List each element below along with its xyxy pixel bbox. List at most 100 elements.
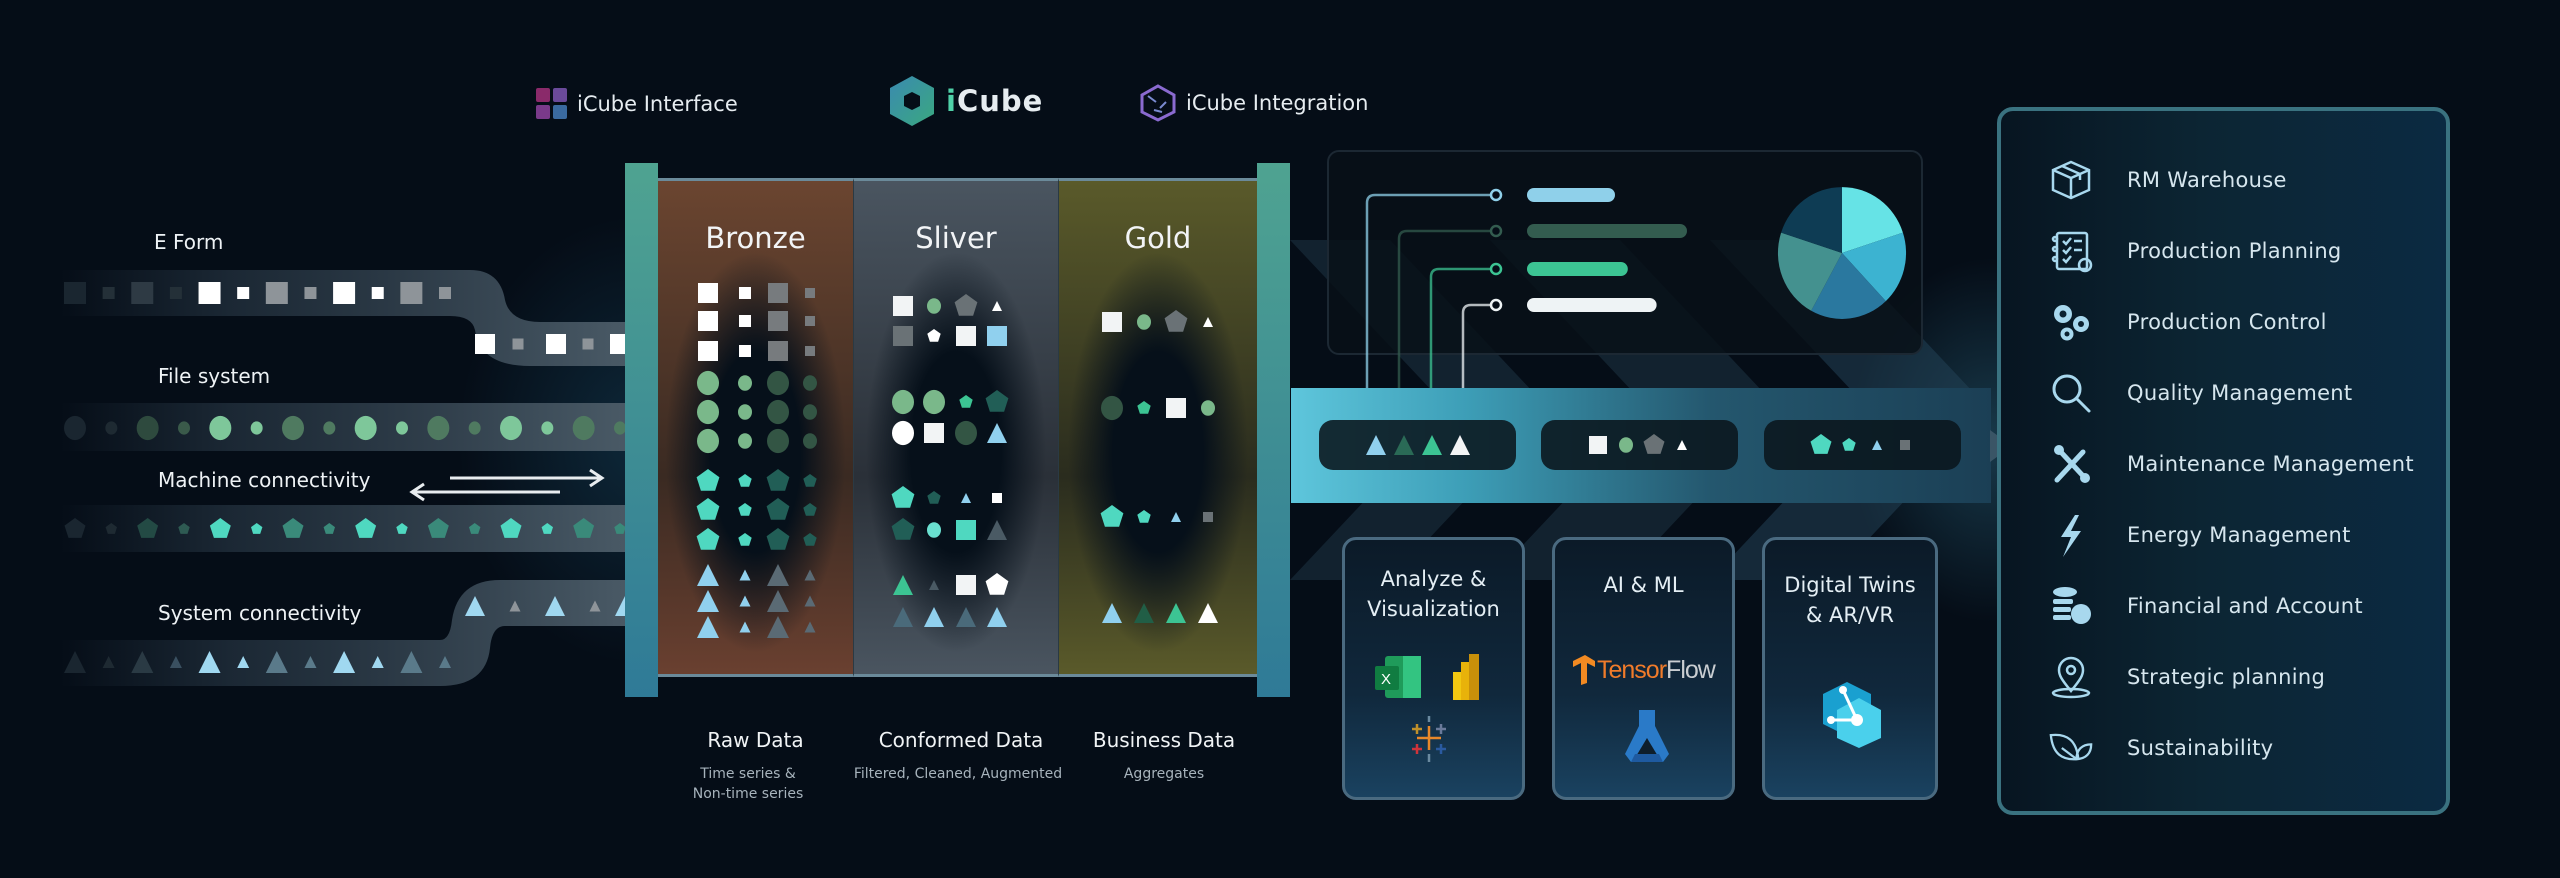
capsule-triangle	[1871, 440, 1882, 450]
stream-triangle	[371, 656, 384, 668]
stream-pentagon	[178, 523, 190, 534]
silver-triangle	[987, 607, 1007, 627]
tableau-icon	[1412, 716, 1446, 762]
azure-ml-flask-icon	[1625, 710, 1669, 762]
module-financial-account[interactable]: Financial and Account	[2049, 581, 2363, 631]
interface-grid-icon	[536, 88, 567, 119]
silver-triangle	[961, 493, 971, 503]
source-filesystem-label: File system	[158, 364, 271, 388]
silver-square	[893, 326, 913, 346]
flow-capsule-2	[1541, 420, 1738, 470]
connector-node	[1489, 188, 1503, 202]
connector-line	[1397, 229, 1492, 448]
analyze-tools: X	[1375, 654, 1479, 762]
bronze-triangle	[739, 621, 751, 633]
silver-triangle	[987, 520, 1007, 540]
capsule-shapes	[1365, 435, 1470, 455]
interface-label: iCube Interface	[577, 91, 738, 116]
capsule-square	[1899, 440, 1910, 450]
gold-pentagon	[1100, 505, 1124, 527]
icube-integration-brand: iCube Integration	[1140, 84, 1368, 122]
bronze-square	[698, 341, 718, 361]
bronze-square	[768, 311, 788, 331]
dashboard-bar	[1527, 298, 1657, 312]
bronze-circle	[767, 428, 789, 454]
bronze-triangle	[739, 595, 751, 607]
coins-icon	[2049, 584, 2093, 628]
stream-square	[304, 287, 317, 299]
stream-triangle	[237, 656, 250, 668]
bronze-pentagon	[766, 469, 790, 491]
stream-pentagon	[251, 523, 263, 534]
stream-pentagon	[396, 523, 408, 534]
bronze-column: Bronze	[658, 178, 853, 677]
dashboard-bar	[1527, 224, 1687, 238]
gold-square	[1102, 312, 1122, 332]
bronze-square	[739, 287, 751, 299]
module-strategic-planning[interactable]: Strategic planning	[2049, 652, 2325, 702]
module-energy-management[interactable]: Energy Management	[2049, 510, 2351, 560]
bronze-square	[805, 288, 815, 298]
bronze-triangle	[804, 569, 816, 581]
module-rm-warehouse[interactable]: RM Warehouse	[2049, 155, 2287, 205]
stream-triangle	[64, 651, 86, 673]
module-production-control[interactable]: Production Control	[2049, 297, 2327, 347]
gold-pentagon	[1164, 310, 1188, 332]
capsule-triangle	[1449, 435, 1470, 455]
gold-triangle	[1134, 603, 1154, 623]
gold-triangle	[1198, 603, 1218, 623]
stream-triangle	[439, 656, 451, 668]
logo-prefix: i	[946, 84, 957, 118]
stream-square	[333, 282, 356, 304]
silver-pentagon	[927, 329, 941, 342]
tools-icon	[2049, 442, 2093, 486]
silver-pentagon	[985, 390, 1009, 412]
silver-triangle	[924, 607, 944, 627]
card-digital-twins[interactable]: Digital Twins& AR/VR	[1762, 537, 1938, 800]
module-sustainability[interactable]: Sustainability	[2049, 723, 2273, 773]
module-quality-management[interactable]: Quality Management	[2049, 368, 2352, 418]
bronze-square	[739, 345, 751, 357]
bronze-pentagon	[766, 528, 790, 550]
stream-square	[169, 287, 182, 299]
bronze-pentagon	[766, 498, 790, 520]
capsule-pentagon	[1841, 438, 1856, 451]
module-maintenance-management[interactable]: Maintenance Management	[2049, 439, 2414, 489]
stream-pentagon	[209, 518, 231, 538]
bronze-pentagon	[738, 474, 752, 487]
right-pillar	[1257, 163, 1290, 697]
bronze-triangle	[804, 595, 816, 607]
flow-capsule-1	[1319, 420, 1516, 470]
silver-square	[956, 520, 976, 540]
source-eform-label: E Form	[154, 230, 224, 254]
azure-digital-twins-icon	[1823, 682, 1881, 748]
stream-circle	[614, 421, 626, 435]
card-analyze-visualization[interactable]: Analyze &Visualization X	[1342, 537, 1525, 800]
silver-title: Sliver	[915, 221, 997, 255]
capsule-circle	[1618, 437, 1633, 453]
stream-pentagon	[541, 523, 553, 534]
stream-square	[582, 338, 594, 350]
stream-circle	[541, 421, 554, 435]
capsule-shapes	[1810, 434, 1910, 454]
silver-circle	[892, 389, 914, 415]
gold-circle	[1137, 314, 1151, 330]
bidirectional-arrow-icon	[409, 468, 605, 502]
connector-line	[1429, 267, 1492, 448]
stream-square	[237, 287, 250, 299]
stream-circle	[354, 415, 377, 441]
silver-pentagon	[927, 491, 941, 504]
silver-pentagon	[891, 518, 915, 540]
module-production-planning[interactable]: Production Planning	[2049, 226, 2342, 276]
stream-circle	[250, 421, 263, 435]
stream-square	[265, 282, 288, 304]
gold-square	[1166, 398, 1186, 418]
bronze-circle	[803, 404, 817, 420]
integration-label: iCube Integration	[1186, 91, 1369, 115]
dashboard-bar	[1527, 188, 1615, 202]
gold-pentagon	[1137, 510, 1151, 523]
stream-circle	[500, 415, 522, 441]
bronze-title: Bronze	[705, 221, 806, 255]
